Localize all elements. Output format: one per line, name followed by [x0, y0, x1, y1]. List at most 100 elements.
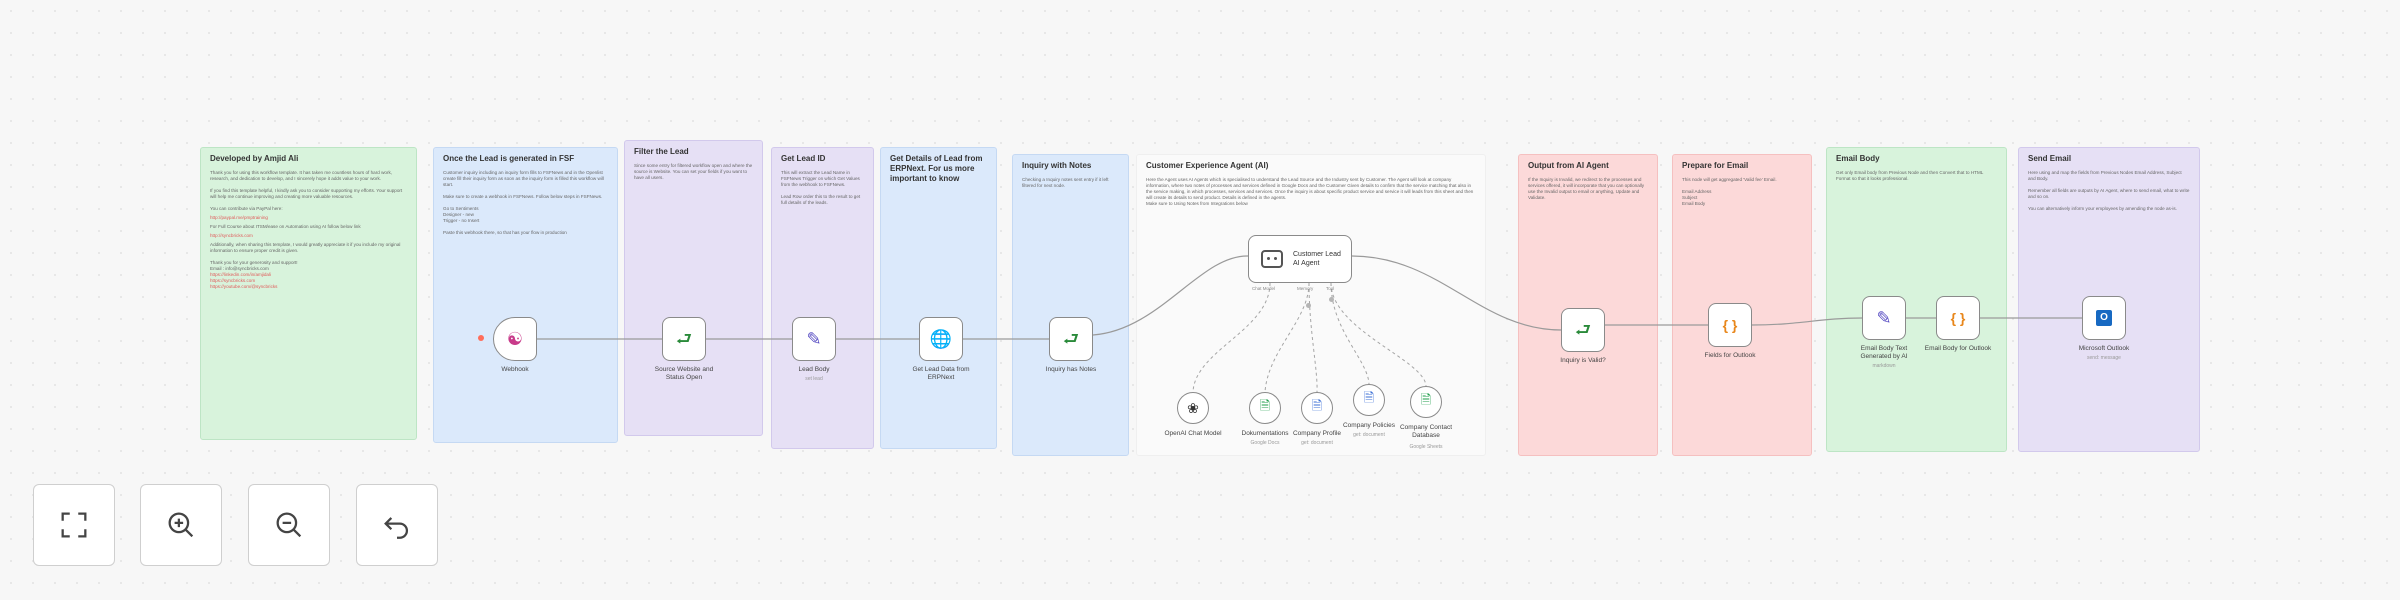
note-title: Prepare for Email	[1682, 161, 1749, 170]
lead-body-node[interactable]: ✎	[792, 317, 836, 361]
note-link[interactable]: https://syncbricks.com	[210, 278, 256, 283]
node-label: Fields for Outlook	[1704, 352, 1756, 359]
undo-icon	[384, 517, 408, 539]
note-title: Get Lead ID	[781, 154, 826, 163]
node-sublabel: get: document	[1301, 440, 1333, 446]
note-body: Here the Agent uses AI Agents which is s…	[1146, 177, 1474, 206]
sticky-note-developer[interactable]: Developed by Amjid Ali Thank you for usi…	[200, 147, 417, 440]
node-label: Dokumentations	[1241, 430, 1289, 437]
company-policies-tool-node[interactable]: 🗎	[1353, 384, 1385, 416]
fields-for-outlook-node[interactable]: { }	[1708, 303, 1752, 347]
node-label: Email Body Text Generated by AI	[1860, 345, 1908, 360]
note-body-2: Additionally, when sharing this template…	[210, 242, 401, 271]
node-label: Company Contact Database	[1399, 424, 1453, 439]
pencil-icon: ✎	[806, 329, 822, 349]
company-profile-tool-node[interactable]: 🗎	[1301, 392, 1333, 424]
note-body: This node will get aggregated 'Valid fee…	[1682, 177, 1777, 206]
note-body: Customer inquiry including an inquiry fo…	[443, 170, 604, 235]
code-braces-icon: { }	[1950, 310, 1966, 326]
sticky-note-lead-generated[interactable]: Once the Lead is generated in FSF Custom…	[433, 147, 618, 443]
code-braces-icon: { }	[1722, 317, 1738, 333]
undo-button[interactable]	[356, 484, 438, 566]
node-label: Company Profile	[1292, 430, 1342, 437]
node-label: Webhook	[501, 366, 529, 373]
email-body-outlook-node[interactable]: { }	[1936, 296, 1980, 340]
node-label: Company Policies	[1342, 422, 1396, 429]
get-lead-data-node[interactable]: 🌐	[919, 317, 963, 361]
globe-icon: 🌐	[929, 329, 953, 349]
node-sublabel: markdown	[1872, 363, 1896, 369]
node-sublabel: get: document	[1353, 432, 1385, 438]
microsoft-outlook-node[interactable]: O	[2082, 296, 2126, 340]
sticky-note-inquiry-notes[interactable]: Inquiry with Notes Checking a Inquiry no…	[1012, 154, 1129, 456]
node-sublabel: Google Sheets	[1409, 444, 1443, 450]
source-filter-node[interactable]: ⮐	[662, 317, 706, 361]
port-label: Tool	[1326, 286, 1335, 291]
filter-icon: ⮐	[1574, 320, 1592, 340]
note-link[interactable]: http://syncbricks.com	[210, 233, 253, 238]
note-body: Here using and map the fields from Previ…	[2028, 170, 2190, 211]
google-sheets-icon: 🗎	[1420, 392, 1432, 407]
google-docs-icon: 🗎	[1259, 398, 1271, 413]
node-label: Lead Body	[798, 366, 830, 373]
note-title: Get Details of Lead from ERPNext. For us…	[890, 154, 983, 183]
note-link[interactable]: https://youtube.com/@syncbricks	[210, 284, 278, 289]
google-docs-icon: 🗎	[1311, 398, 1323, 413]
filter-icon: ⮐	[1062, 329, 1080, 349]
memory-port[interactable]	[1306, 303, 1311, 308]
note-link[interactable]: http://paypal.me/pmptraining	[210, 215, 268, 220]
webhook-node[interactable]: ☯	[493, 317, 537, 361]
customer-lead-agent-node[interactable]: Customer Lead AI Agent	[1248, 235, 1352, 283]
google-docs-icon: 🗎	[1363, 390, 1375, 405]
zoom-out-button[interactable]	[248, 484, 330, 566]
inquiry-has-notes-node[interactable]: ⮐	[1049, 317, 1093, 361]
note-body: Since some entry for filtered workflow o…	[634, 163, 753, 180]
email-body-text-node[interactable]: ✎	[1862, 296, 1906, 340]
port-label: Memory	[1297, 286, 1314, 291]
tool-port[interactable]	[1329, 297, 1334, 302]
zoom-out-icon	[276, 512, 302, 538]
sticky-note-get-lead-id[interactable]: Get Lead ID This will extract the Lead N…	[771, 147, 874, 449]
robot-icon	[1261, 250, 1283, 268]
fit-icon	[61, 512, 87, 538]
dokumentations-tool-node[interactable]: 🗎	[1249, 392, 1281, 424]
node-label: Customer Lead AI Agent	[1293, 251, 1341, 267]
fit-view-button[interactable]	[33, 484, 115, 566]
openai-icon: ❀	[1187, 399, 1199, 416]
note-title: Developed by Amjid Ali	[210, 154, 299, 163]
node-label: OpenAI Chat Model	[1164, 430, 1222, 437]
pencil-icon: ✎	[1876, 308, 1892, 328]
trigger-marker	[478, 335, 484, 341]
note-title: Email Body	[1836, 154, 1880, 163]
outlook-icon: O	[2096, 310, 2112, 326]
port-label: Chat Model	[1252, 286, 1276, 291]
sticky-note-get-details[interactable]: Get Details of Lead from ERPNext. For us…	[880, 147, 997, 449]
node-label: Inquiry is Valid?	[1560, 357, 1606, 364]
node-label: Get Lead Data from ERPNext	[912, 366, 970, 381]
company-contact-database-node[interactable]: 🗎	[1410, 386, 1442, 418]
note-link[interactable]: https://linkedin.com/in/amjidali	[210, 272, 272, 277]
node-label: Email Body for Outlook	[1924, 345, 1992, 352]
note-body: Checking a Inquiry notes sent entry if i…	[1022, 177, 1109, 188]
zoom-in-icon	[168, 512, 194, 538]
sticky-note-output-agent[interactable]: Output from AI Agent If the Inquiry is I…	[1518, 154, 1658, 456]
node-sublabel: Google Docs	[1250, 440, 1280, 446]
note-title: Send Email	[2028, 154, 2072, 163]
sticky-note-filter-lead[interactable]: Filter the Lead Since some entry for fil…	[624, 140, 763, 436]
node-label: Inquiry has Notes	[1045, 366, 1097, 373]
openai-chat-model-node[interactable]: ❀	[1177, 392, 1209, 424]
node-label: Source Website and Status Open	[654, 366, 714, 381]
node-label: Microsoft Outlook	[2078, 345, 2130, 352]
note-title: Customer Experience Agent (AI)	[1146, 161, 1269, 170]
node-sublabel: send: message	[2087, 355, 2121, 361]
node-sublabel: set lead	[805, 376, 823, 382]
note-body: Thank you for using this workflow templa…	[210, 170, 403, 211]
note-title: Output from AI Agent	[1528, 161, 1609, 170]
note-body: This will extract the Lead Name in FSFNe…	[781, 170, 861, 205]
webhook-icon: ☯	[506, 329, 524, 349]
zoom-in-button[interactable]	[140, 484, 222, 566]
note-title: Once the Lead is generated in FSF	[443, 154, 575, 163]
inquiry-is-valid-node[interactable]: ⮐	[1561, 308, 1605, 352]
note-title: Inquiry with Notes	[1022, 161, 1092, 170]
